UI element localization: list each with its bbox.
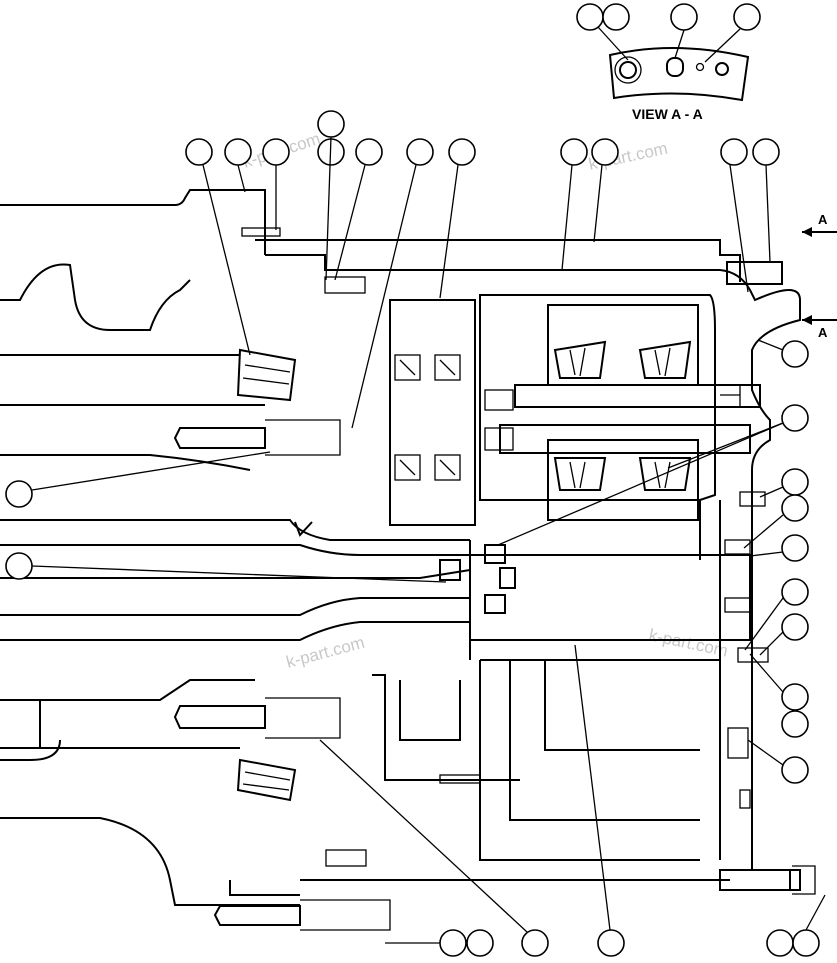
callout-circle <box>355 138 383 166</box>
callout-circle <box>781 404 809 432</box>
callout-circle <box>766 929 794 957</box>
watermark-4: k-part.com <box>647 625 729 660</box>
callout-circle <box>781 683 809 711</box>
callout-circle <box>781 534 809 562</box>
callout-circle <box>591 138 619 166</box>
callout-circle <box>185 138 213 166</box>
callout-circle <box>262 138 290 166</box>
callout-circle <box>521 929 549 957</box>
callout-circle <box>576 3 604 31</box>
callout-circle <box>5 480 33 508</box>
watermark-3: k-part.com <box>284 633 366 672</box>
callout-circle <box>781 468 809 496</box>
callout-circle <box>781 613 809 641</box>
callout-circle <box>5 552 33 580</box>
callout-circle <box>752 138 780 166</box>
section-letter-top: A <box>818 212 828 227</box>
callout-circle <box>670 3 698 31</box>
callout-circle <box>602 3 630 31</box>
callout-circle <box>224 138 252 166</box>
planet-carrier <box>372 294 720 861</box>
callout-circle <box>781 756 809 784</box>
section-letter-bottom: A <box>818 325 828 340</box>
leader-lines <box>31 26 826 944</box>
callout-circle <box>466 929 494 957</box>
bolts <box>173 227 816 931</box>
left-housing-lower <box>0 679 300 906</box>
left-housing-upper <box>0 189 266 471</box>
callout-circle <box>781 340 809 368</box>
callout-circle <box>597 929 625 957</box>
callout-circle <box>781 494 809 522</box>
planet-pin <box>484 384 761 454</box>
callout-circle <box>406 138 434 166</box>
callout-circle <box>781 578 809 606</box>
callout-circle <box>560 138 588 166</box>
callout-circles <box>5 3 820 957</box>
callout-circle <box>792 929 820 957</box>
left-planet-gear <box>389 299 476 526</box>
right-planet-gear <box>547 304 699 521</box>
center-shaft <box>0 519 751 660</box>
callout-circle <box>720 138 748 166</box>
seals <box>236 348 297 802</box>
view-a-a-label: VIEW A - A <box>632 106 703 122</box>
sun-gear <box>439 544 516 614</box>
callout-circle <box>781 710 809 738</box>
callout-circle <box>317 110 345 138</box>
callout-circle <box>733 3 761 31</box>
view-a-a-detail: VIEW A - A <box>608 47 750 122</box>
callout-circle <box>439 929 467 957</box>
section-arrows: A A <box>802 212 837 340</box>
callout-circle <box>448 138 476 166</box>
outer-housing <box>229 239 801 896</box>
